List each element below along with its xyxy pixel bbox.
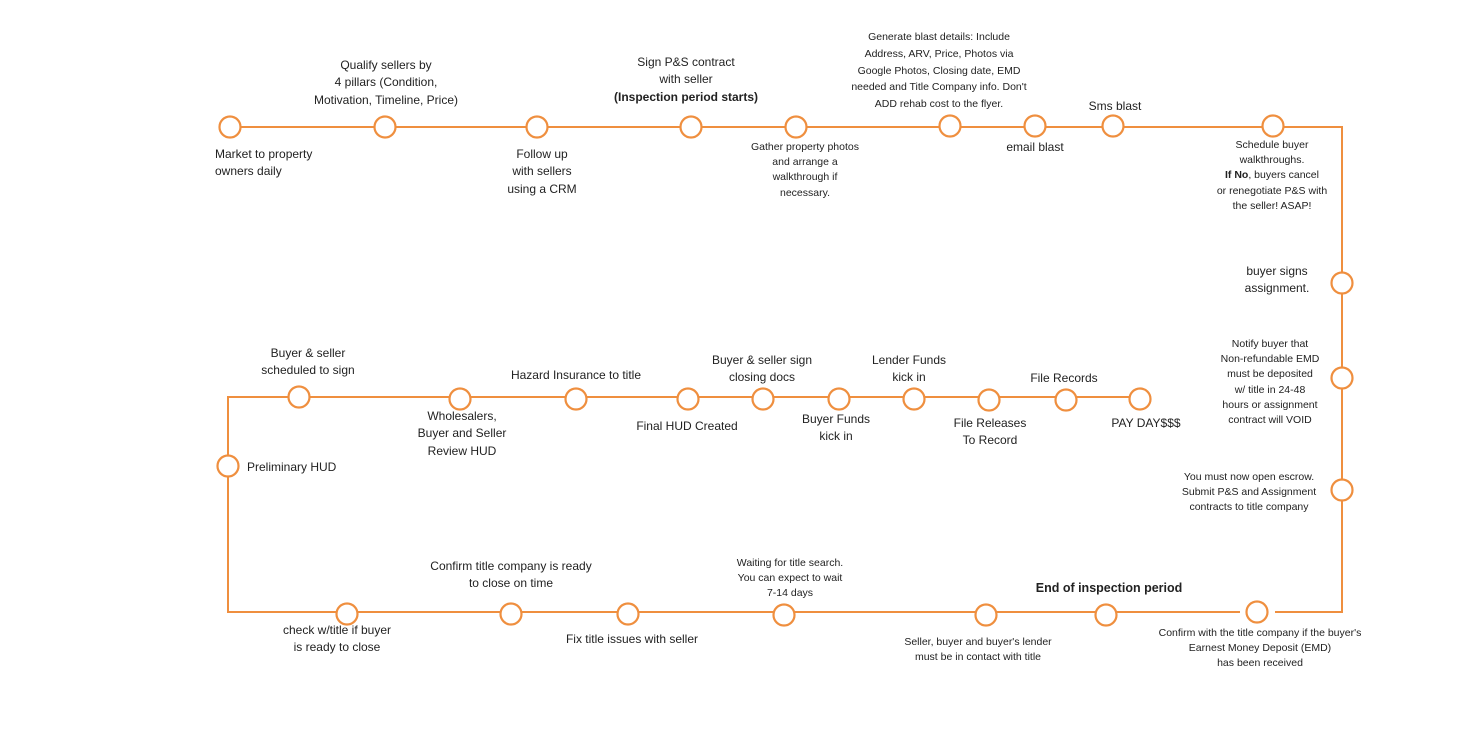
step-node-4 (679, 115, 703, 139)
step-node-2 (373, 115, 397, 139)
step-label-email-blast: email blast (1006, 140, 1064, 154)
step-label-end-inspection-period: End of inspection period (1035, 581, 1183, 595)
step-label-sms-blast: Sms blast (1088, 99, 1142, 113)
step-label-file-records: File Records (1030, 371, 1098, 385)
step-node-22 (448, 387, 472, 411)
step-node-20 (216, 454, 240, 478)
step-node-8 (1101, 114, 1125, 138)
flow-step-nodes (216, 114, 1354, 627)
step-node-21 (287, 385, 311, 409)
step-label-preliminary-hud: Preliminary HUD (247, 460, 337, 474)
step-node-28 (977, 388, 1001, 412)
step-label-pay-day: PAY DAY$$$ (1111, 416, 1181, 430)
step-node-30 (1128, 387, 1152, 411)
step-node-27 (902, 387, 926, 411)
step-label-fix-title-issues: Fix title issues with seller (565, 632, 699, 646)
step-node-18 (499, 602, 523, 626)
step-node-15 (974, 603, 998, 627)
step-node-16 (772, 603, 796, 627)
step-label-confirm-emd-received: Confirm with the title company if the bu… (1158, 627, 1362, 670)
step-node-3 (525, 115, 549, 139)
step-node-24 (676, 387, 700, 411)
step-node-5 (784, 115, 808, 139)
step-node-9 (1261, 114, 1285, 138)
step-node-14 (1094, 603, 1118, 627)
step-node-13 (1245, 600, 1269, 624)
step-node-12 (1330, 478, 1354, 502)
step-node-25 (751, 387, 775, 411)
step-node-1 (218, 115, 242, 139)
step-node-7 (1023, 114, 1047, 138)
step-node-26 (827, 387, 851, 411)
step-node-29 (1054, 388, 1078, 412)
step-node-19 (335, 602, 359, 626)
step-label-final-hud: Final HUD Created (636, 419, 738, 433)
step-node-6 (938, 114, 962, 138)
step-label-open-escrow: You must now open escrow.Submit P&S and … (1181, 471, 1317, 514)
step-node-11 (1330, 366, 1354, 390)
step-node-10 (1330, 271, 1354, 295)
step-label-hazard-insurance: Hazard Insurance to title (510, 368, 642, 382)
step-label-waiting-title-search: Waiting for title search.You can expect … (736, 557, 844, 600)
step-node-23 (564, 387, 588, 411)
step-node-17 (616, 602, 640, 626)
